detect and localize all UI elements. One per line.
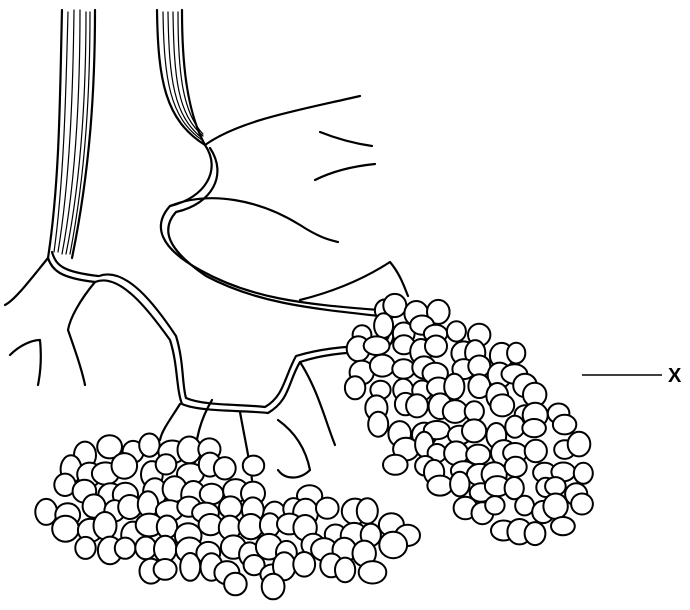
alveolus-cell xyxy=(370,355,395,377)
label-x: X xyxy=(668,365,682,387)
alveolus-cell xyxy=(450,472,469,497)
alveolus-cell xyxy=(425,336,447,357)
alveolus-cell xyxy=(379,532,407,558)
alveolar-sac-cluster xyxy=(345,294,593,545)
alveolus-cell xyxy=(139,434,159,457)
alveolus-cell xyxy=(75,537,95,559)
alveolus-cell xyxy=(465,401,484,421)
alveolus-cell xyxy=(243,456,264,476)
alveolus-cell xyxy=(515,496,534,516)
alveolus-cell xyxy=(368,412,388,437)
alveolus-cell xyxy=(52,516,79,542)
alveolus-cell xyxy=(156,454,177,474)
right-tube-fibers xyxy=(157,10,205,145)
alveolus-cell xyxy=(357,498,378,524)
alveolus-cell xyxy=(383,455,408,475)
alveolus-cell xyxy=(94,512,117,539)
alveolus-cell xyxy=(374,313,393,338)
alveolus-cell xyxy=(112,453,138,479)
alveolus-cell xyxy=(551,517,575,535)
alveolus-cell xyxy=(490,394,514,416)
alveolus-cell xyxy=(335,558,355,583)
left-tube-fibers xyxy=(48,10,95,258)
alveolus-cell xyxy=(574,463,593,484)
alveolus-cell xyxy=(345,376,365,399)
alveolus-cell xyxy=(553,415,576,435)
airway-branch xyxy=(48,145,394,413)
alveolus-cell xyxy=(262,574,285,600)
alveolus-cell xyxy=(316,498,339,519)
alveolus-cell xyxy=(364,336,390,355)
alveolus-cell xyxy=(154,559,177,580)
alveolus-cell xyxy=(525,522,546,545)
alveolus-cell xyxy=(224,573,247,596)
alveolus-cell xyxy=(462,419,486,442)
alveolus-cell xyxy=(507,343,525,364)
alveolus-cell xyxy=(115,538,136,559)
alveolus-cell xyxy=(180,553,200,581)
alveolus-cell xyxy=(485,496,504,514)
alveolus-cell xyxy=(447,321,466,341)
alveolus-cell xyxy=(214,457,236,479)
alveolus-cell xyxy=(522,419,546,437)
alveolus-cell xyxy=(293,552,315,577)
alveolus-cell xyxy=(406,394,428,417)
alveolus-cell xyxy=(525,440,547,462)
alveolus-cell xyxy=(427,476,452,496)
alveolus-cell xyxy=(543,494,567,519)
alveolus-cell xyxy=(505,457,527,477)
alveolus-cell xyxy=(571,494,593,515)
alveolus-cell xyxy=(359,561,387,583)
alveolus-cell xyxy=(568,432,591,457)
lower-alveolar-cluster xyxy=(35,434,420,600)
